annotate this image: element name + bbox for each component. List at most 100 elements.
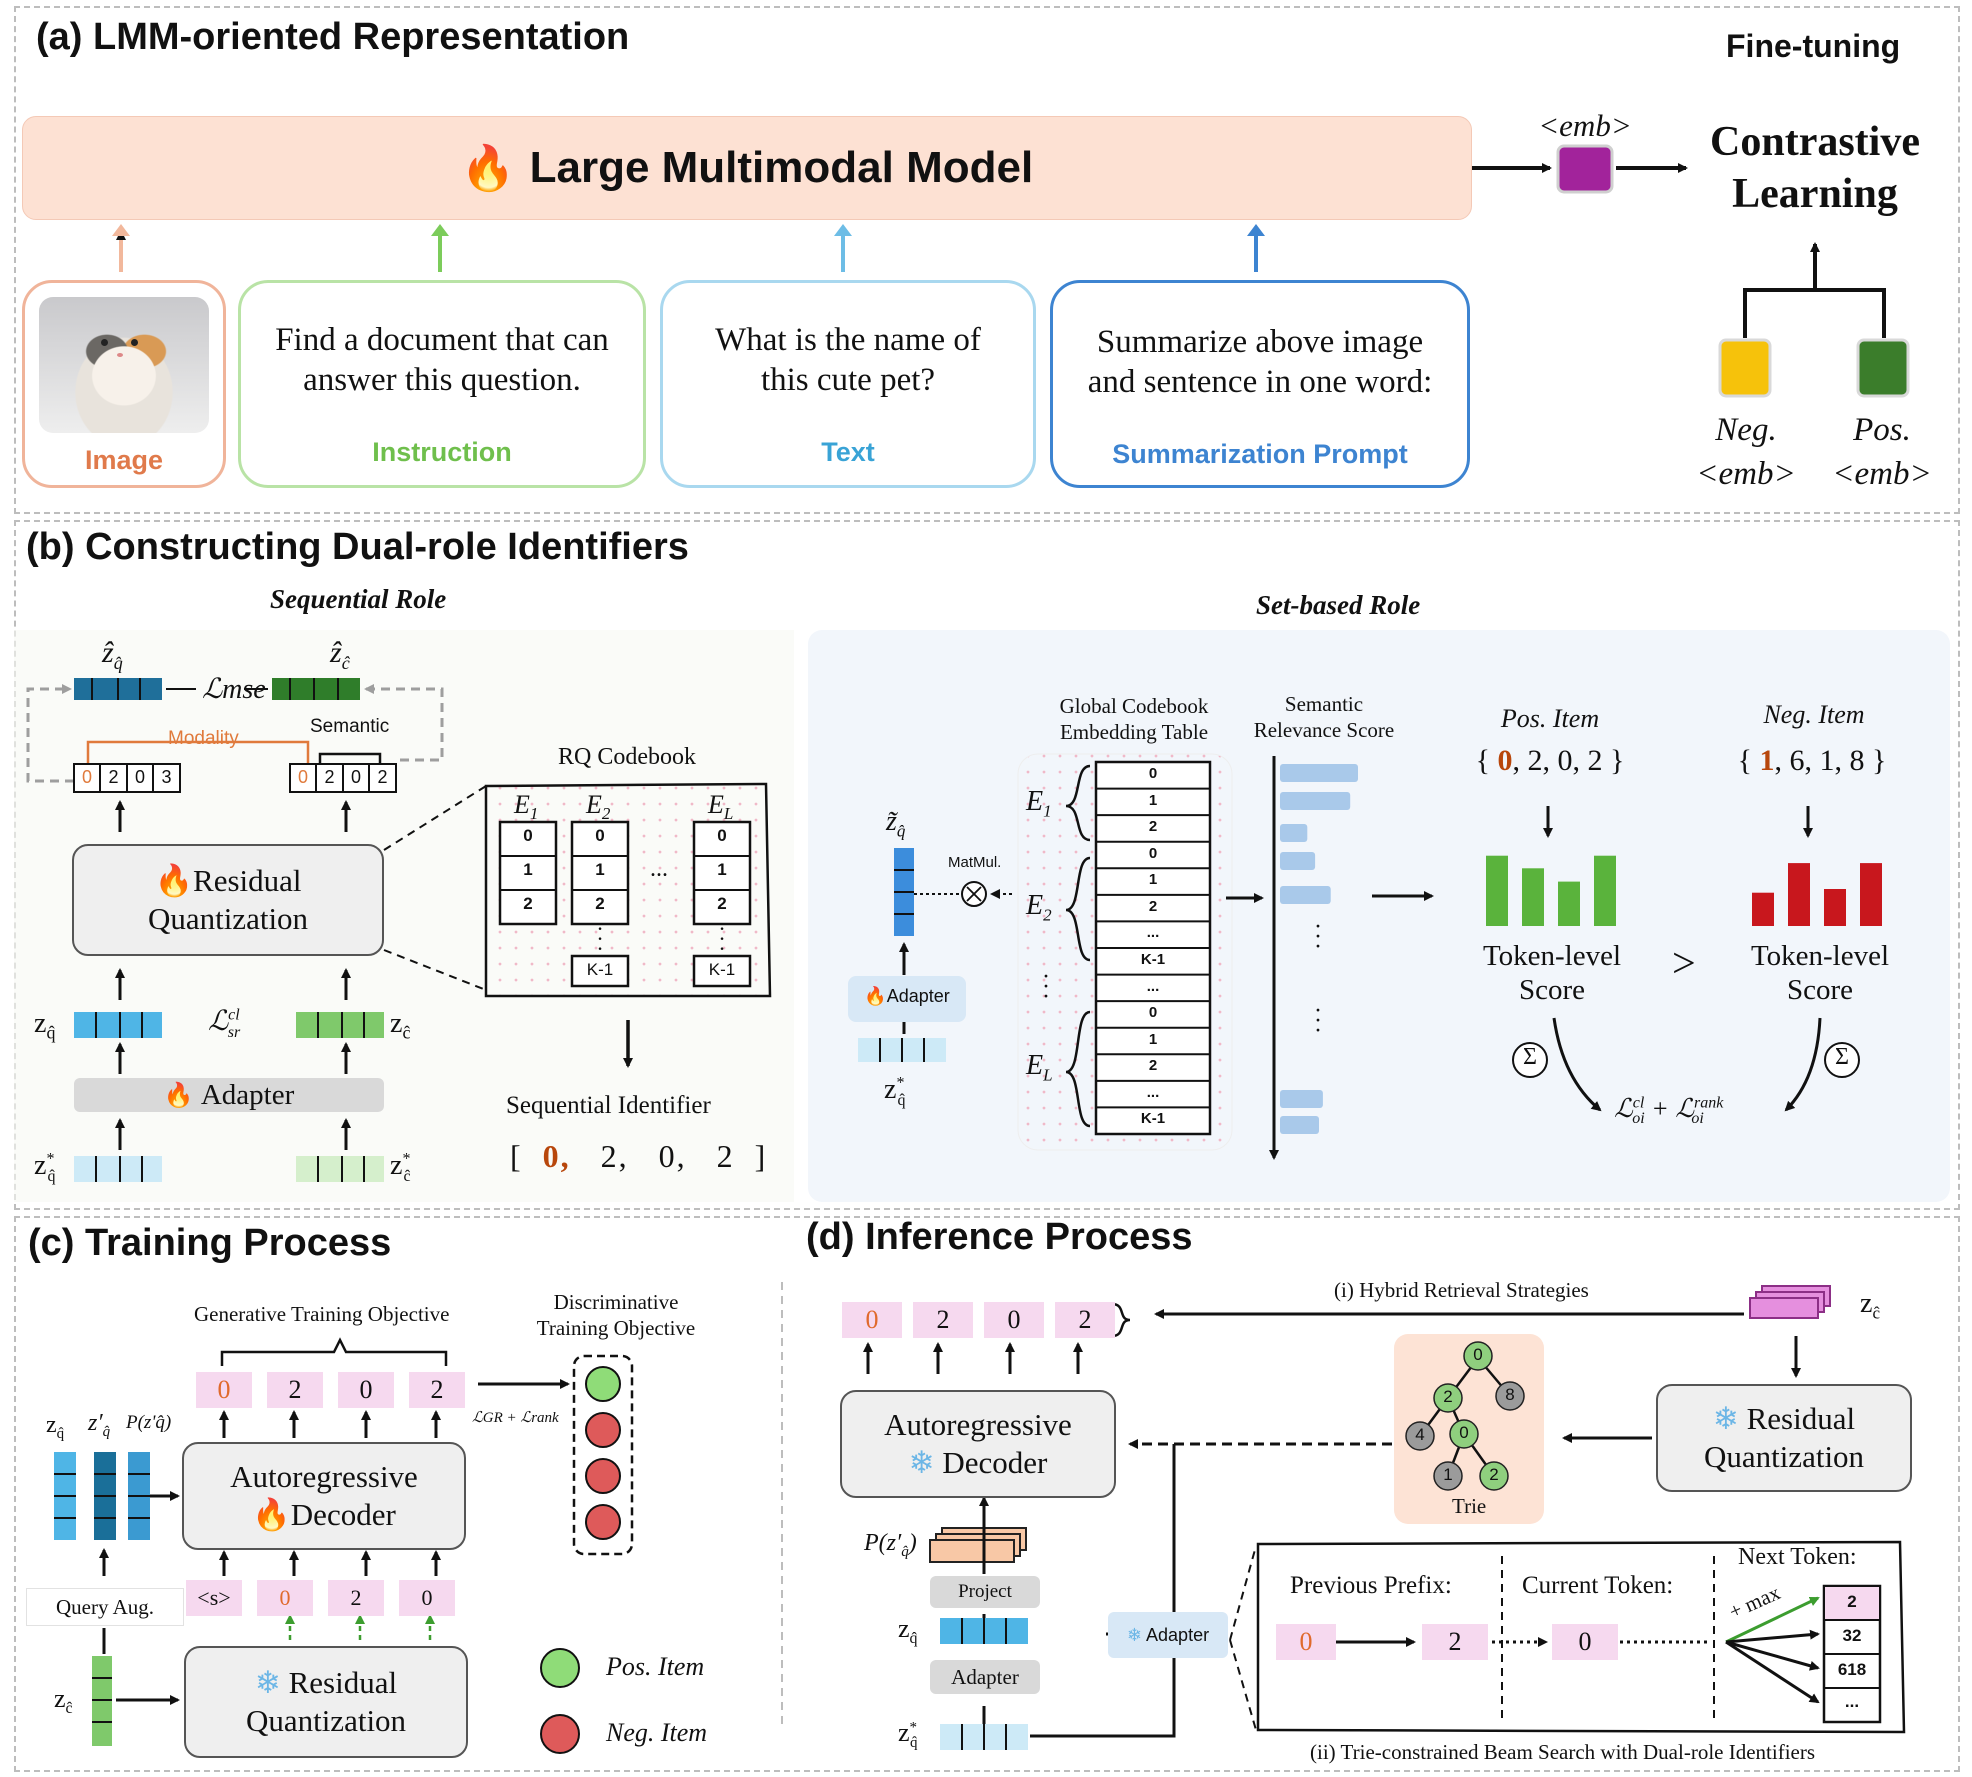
loss-mse-label: ℒmse bbox=[202, 674, 266, 705]
large-multimodal-model-box: 🔥 Large Multimodal Model bbox=[22, 116, 1472, 220]
trie-node-2b: 2 bbox=[1489, 1465, 1499, 1484]
adapter-pill-d: Adapter bbox=[930, 1660, 1040, 1694]
query-aug-label: Query Aug. bbox=[26, 1588, 184, 1626]
trie-node-0: 0 bbox=[1473, 1345, 1483, 1364]
input-token: 2 bbox=[328, 1580, 384, 1616]
rq-d-line1: Residual bbox=[1746, 1401, 1856, 1436]
text-label: Text bbox=[821, 437, 875, 467]
instruction-box: Find a document that can answer this que… bbox=[238, 280, 646, 488]
current-token-0: 0 bbox=[1552, 1624, 1618, 1660]
next-token-618: 618 bbox=[1837, 1660, 1867, 1679]
seq-id-3: 2 bbox=[716, 1138, 735, 1174]
sequential-role-label: Sequential Role bbox=[270, 584, 447, 614]
relevance-bar bbox=[1280, 1090, 1323, 1108]
adapter-set-label: 🔥Adapter bbox=[848, 986, 966, 1007]
ard-c-line1: Autoregressive bbox=[230, 1459, 418, 1494]
loss-sr-label: ℒclsr bbox=[208, 1006, 241, 1041]
text-input-line2: this cute pet? bbox=[760, 362, 936, 398]
input-token: 0 bbox=[257, 1580, 313, 1616]
neg-score-bar bbox=[1752, 892, 1774, 926]
table-cell: 0 bbox=[1148, 765, 1158, 782]
id-c-0: 0 bbox=[297, 767, 308, 787]
summary-text-line1: Summarize above image bbox=[1096, 324, 1424, 360]
zhat-q-label: ẑq̂ bbox=[102, 636, 123, 673]
output-token: 2 bbox=[267, 1372, 323, 1408]
adapter-b-label: Adapter bbox=[200, 1078, 295, 1111]
z-q-aug-label: zq̂ bbox=[46, 1412, 65, 1442]
loss-gr-rank: ℒGR + ℒrank bbox=[472, 1410, 559, 1426]
input-token: 0 bbox=[399, 1580, 455, 1616]
next-token-2: 2 bbox=[1847, 1592, 1857, 1611]
gen-obj-label: Generative Training Objective bbox=[194, 1302, 450, 1326]
id-q-3: 3 bbox=[161, 767, 172, 787]
modality-label: Modality bbox=[168, 728, 239, 749]
pos-emb-line1: Pos. bbox=[1853, 412, 1911, 448]
table-cell: ... bbox=[1146, 924, 1160, 942]
relevance-bar bbox=[1280, 852, 1316, 870]
rq-codebook-label: RQ Codebook bbox=[558, 744, 696, 770]
trie-node-4: 4 bbox=[1415, 1425, 1425, 1444]
output-token-d: 2 bbox=[913, 1302, 973, 1338]
neg-token-score-line2: Score bbox=[1786, 974, 1854, 1006]
hybrid-label: (i) Hybrid Retrieval Strategies bbox=[1334, 1278, 1589, 1302]
trie-node-1: 1 bbox=[1443, 1465, 1453, 1484]
disc-obj-line1: Discriminative bbox=[553, 1290, 679, 1314]
rq-b-line1: Residual bbox=[193, 863, 302, 898]
disc-obj-line2: Training Objective bbox=[536, 1316, 696, 1340]
id-q-1: 2 bbox=[108, 767, 119, 787]
zstar-c-label: z*ĉ bbox=[390, 1150, 411, 1185]
fire-icon: 🔥 bbox=[252, 1497, 291, 1532]
codebook-cell: 1 bbox=[595, 860, 605, 879]
table-cell: ... bbox=[1146, 1083, 1160, 1101]
p-zprime-d-label: P(z′q̂) bbox=[864, 1530, 917, 1560]
table-cell: ... bbox=[1146, 977, 1160, 995]
relevance-bar bbox=[1280, 886, 1331, 904]
relevance-vdots-1: ··· bbox=[1314, 914, 1322, 960]
codebook-cell: 0 bbox=[595, 826, 605, 845]
adapter-mid-text: Adapter bbox=[1146, 1625, 1210, 1645]
relevance-bar bbox=[1280, 824, 1308, 842]
pos-set: { 0, 2, 0, 2 } bbox=[1440, 744, 1660, 778]
pos-token-score-line1: Token-level bbox=[1482, 940, 1622, 972]
codebook-k1-2: K-1 bbox=[586, 960, 614, 979]
table-cell: 0 bbox=[1148, 1004, 1158, 1022]
codebook-e2: E2 bbox=[586, 790, 611, 824]
ard-d-line1: Autoregressive bbox=[884, 1407, 1072, 1442]
fire-icon: 🔥 bbox=[163, 1082, 194, 1109]
seq-id-2: 0, bbox=[658, 1138, 687, 1174]
relevance-line1: Semantic bbox=[1284, 692, 1364, 716]
summary-text-line2: and sentence in one word: bbox=[1087, 364, 1433, 400]
id-q-0: 0 bbox=[81, 767, 92, 787]
summary-label: Summarization Prompt bbox=[1112, 439, 1408, 469]
contrastive-learning-line1: Contrastive bbox=[1710, 119, 1920, 165]
next-token-32: 32 bbox=[1842, 1626, 1862, 1645]
z-c-label: zĉ bbox=[390, 1008, 411, 1043]
table-cell: 1 bbox=[1148, 791, 1158, 809]
id-c-3: 2 bbox=[377, 767, 388, 787]
sigma-neg: Σ bbox=[1835, 1044, 1849, 1070]
rq-d-line2: Quantization bbox=[1703, 1439, 1865, 1474]
neg-item-label: Neg. Item bbox=[1763, 700, 1865, 729]
kitten-image bbox=[39, 297, 209, 433]
relevance-bar bbox=[1280, 764, 1358, 782]
adapter-mid-box: ❄ Adapter bbox=[1108, 1612, 1228, 1658]
matmul-label: MatMul. bbox=[948, 854, 1002, 871]
global-e2: E2 bbox=[1026, 890, 1052, 925]
global-codebook-line1: Global Codebook bbox=[1059, 694, 1209, 718]
rq-c-line1: Residual bbox=[288, 1665, 398, 1700]
image-input-box: Image bbox=[22, 280, 226, 488]
neg-item-legend: Neg. Item bbox=[606, 1718, 708, 1747]
table-cell: 2 bbox=[1148, 818, 1158, 836]
semantic-label: Semantic bbox=[310, 716, 390, 737]
pos-score-bar bbox=[1486, 855, 1508, 926]
panel-a-title: (a) LMM-oriented Representation bbox=[36, 16, 630, 58]
zprime-q-label: z′q̂ bbox=[88, 1410, 111, 1440]
instruction-text-line1: Find a document that can bbox=[275, 322, 609, 358]
greater-than: > bbox=[1672, 941, 1696, 987]
panel-a-border bbox=[14, 6, 1960, 514]
input-token: <s> bbox=[186, 1580, 242, 1616]
autoregressive-decoder-c: Autoregressive 🔥Decoder bbox=[182, 1442, 466, 1550]
codebook-vdots-l: ··· bbox=[718, 916, 726, 961]
codebook-e1: E1 bbox=[514, 790, 539, 824]
